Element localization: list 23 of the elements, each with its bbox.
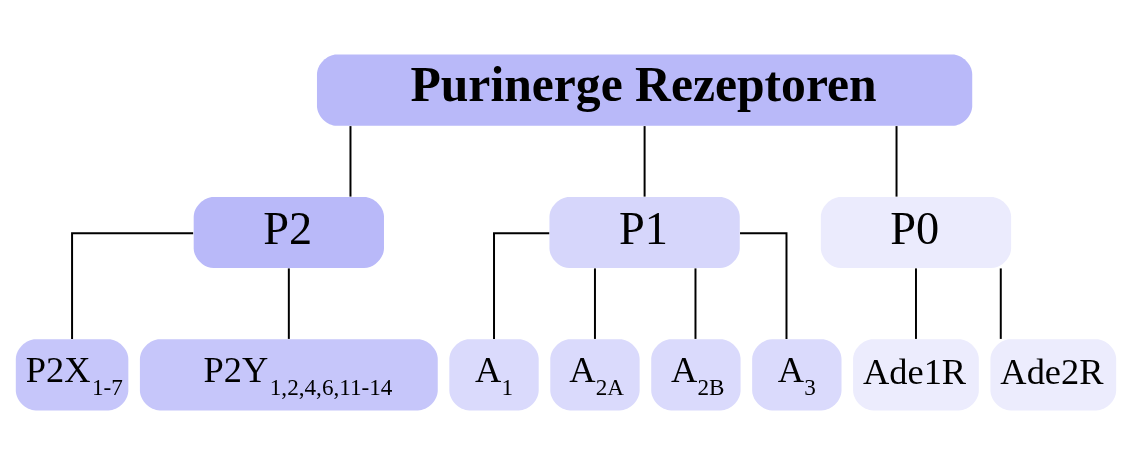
node-box: P2X$_{1-7}$ [15, 338, 129, 410]
connector [287, 266, 290, 340]
connector [643, 124, 646, 198]
node-box: A$_{2B}$ [651, 338, 741, 410]
connector [349, 124, 352, 198]
node-box: A$_{2A}$ [550, 338, 640, 410]
connector [71, 231, 195, 340]
connector [694, 266, 697, 340]
connector [593, 266, 596, 340]
connector [739, 231, 788, 340]
connector [999, 266, 1002, 340]
node-box: P1 [549, 196, 740, 268]
node-box: P2 [193, 196, 384, 268]
node-box: A$_{3}$ [752, 338, 842, 410]
node-box: P2Y$_{1,2,4,6,11-14}$ [139, 338, 438, 410]
node-box: Ade2R [990, 338, 1117, 410]
connector [493, 231, 551, 340]
node-box: Ade1R [853, 338, 979, 410]
connector [914, 266, 917, 340]
node-box: A$_{1}$ [449, 338, 539, 410]
node-box: Purinerge Rezeptoren [316, 54, 973, 126]
connector [895, 124, 898, 198]
node-box: P0 [820, 196, 1012, 268]
